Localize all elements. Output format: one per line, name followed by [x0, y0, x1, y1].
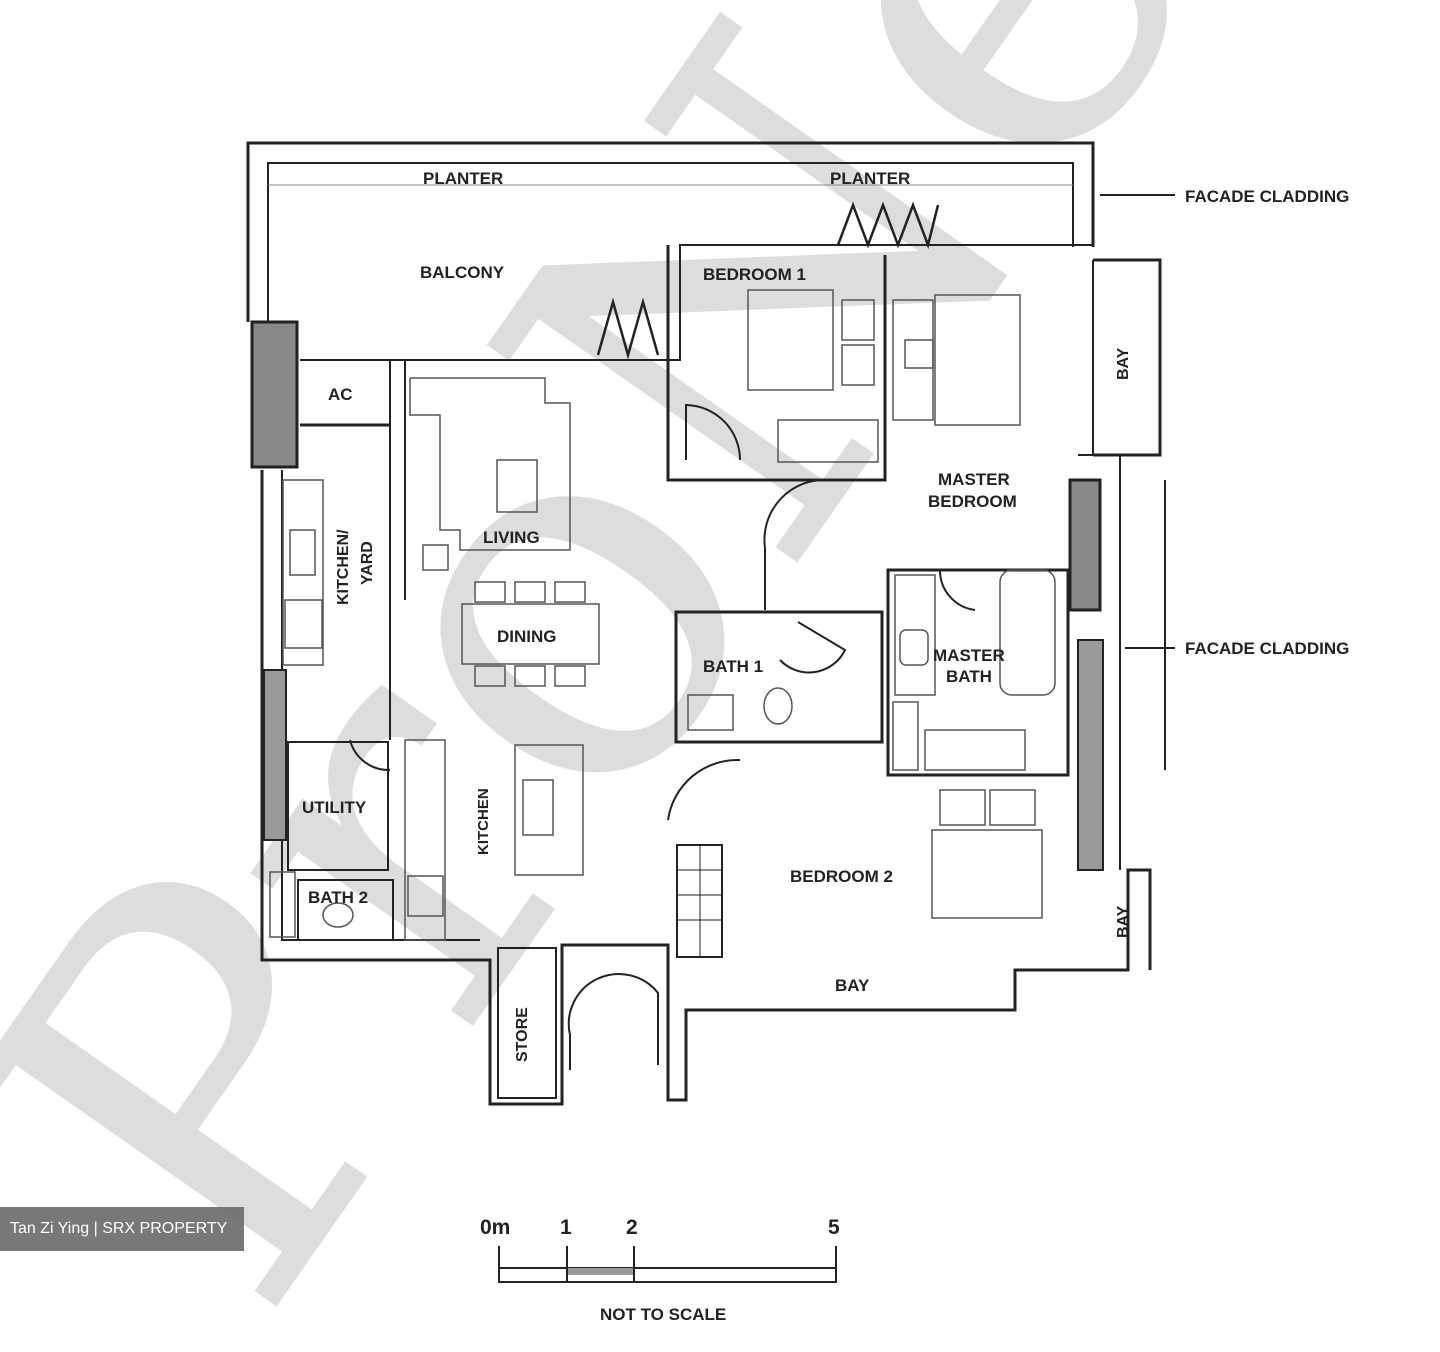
master-bed [934, 294, 1021, 426]
living-sofa [409, 377, 571, 551]
label-bay-bottom: BAY [835, 976, 870, 995]
label-master-bedroom-2: BEDROOM [928, 492, 1017, 511]
label-bath-1: BATH 1 [703, 657, 763, 676]
label-bedroom-2: BEDROOM 2 [790, 867, 893, 886]
label-bay-top: BAY [1115, 347, 1132, 380]
room-labels: PLANTER PLANTER FACADE CLADDING FACADE C… [302, 169, 1349, 1062]
label-balcony: BALCONY [420, 263, 505, 282]
label-bath-2: BATH 2 [308, 888, 368, 907]
label-living: LIVING [483, 528, 540, 547]
scale-tick-2: 2 [626, 1216, 638, 1239]
doors [349, 194, 1175, 1070]
label-kitchen: KITCHEN [475, 788, 492, 855]
label-ac: AC [328, 385, 353, 404]
label-utility: UTILITY [302, 798, 367, 817]
label-planter-right: PLANTER [830, 169, 910, 188]
walls [246, 141, 1162, 1106]
scale-note: NOT TO SCALE [600, 1305, 726, 1324]
bed-1 [747, 289, 834, 391]
bed-2 [931, 829, 1043, 919]
dining-table [461, 603, 600, 665]
furniture [269, 289, 1056, 941]
label-store: STORE [514, 1007, 531, 1062]
label-facade-mid: FACADE CLADDING [1185, 639, 1349, 658]
label-master-bath-1: MASTER [933, 646, 1005, 665]
scale-tick-0: 0m [480, 1216, 510, 1239]
label-kitchen-yard-2: YARD [359, 541, 376, 585]
balcony-frame [246, 141, 1095, 322]
label-planter-left: PLANTER [423, 169, 503, 188]
kitchen-island [514, 744, 584, 876]
scale-tick-1: 1 [560, 1216, 572, 1239]
bathtub [999, 569, 1056, 696]
label-bedroom-1: BEDROOM 1 [703, 265, 806, 284]
label-kitchen-yard-1: KITCHEN/ [335, 529, 352, 605]
label-master-bedroom-1: MASTER [938, 470, 1010, 489]
label-dining: DINING [497, 627, 557, 646]
credit-banner: Tan Zi Ying | SRX PROPERTY [0, 1207, 244, 1251]
label-bay-right: BAY [1115, 905, 1132, 938]
scale-tick-5: 5 [828, 1216, 840, 1239]
label-facade-top: FACADE CLADDING [1185, 187, 1349, 206]
shafts [250, 320, 1104, 871]
label-master-bath-2: BATH [946, 667, 992, 686]
scale-bar: 0m 1 2 5 NOT TO SCALE [480, 1216, 840, 1324]
